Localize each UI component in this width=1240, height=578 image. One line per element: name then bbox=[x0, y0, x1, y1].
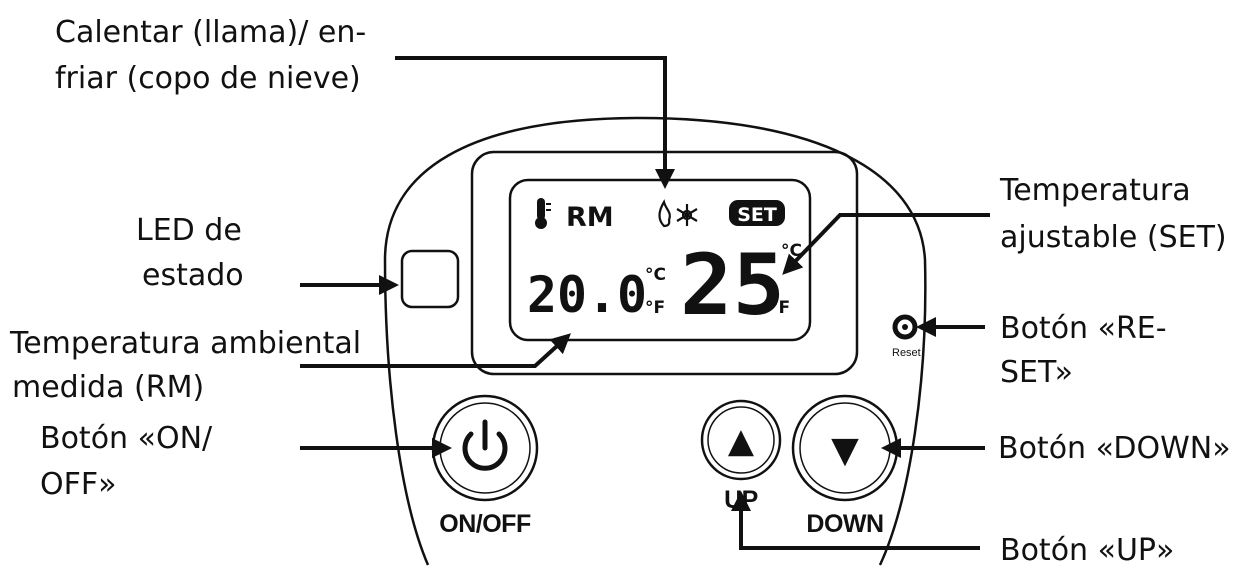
heat-cool-arrow bbox=[395, 56, 675, 189]
set-temperature-value: 25 bbox=[680, 236, 785, 334]
set-badge bbox=[729, 200, 785, 226]
reset-button-label: Reset bbox=[892, 347, 921, 359]
status-led-callout-line1: LED de bbox=[136, 213, 242, 248]
status-led bbox=[400, 249, 460, 309]
reset-callout-line1: Botón «RE- bbox=[1000, 311, 1167, 346]
up-arrow bbox=[731, 491, 980, 550]
device-body bbox=[383, 116, 927, 566]
room-temperature-value: 20.0 bbox=[527, 266, 647, 324]
room-temp-callout-line1: Temperatura ambiental bbox=[9, 326, 361, 361]
up-button[interactable]: ▲ bbox=[700, 399, 782, 481]
snowflake-icon bbox=[676, 204, 698, 226]
set-badge-text: SET bbox=[737, 204, 777, 226]
set-temperature-arrow bbox=[782, 213, 990, 275]
set-unit-f: °F bbox=[770, 298, 790, 318]
onoff-button-label: ON/OFF bbox=[439, 510, 531, 538]
status-led-callout-line2: estado bbox=[142, 258, 244, 293]
room-temp-callout-line2: medida (RM) bbox=[12, 370, 204, 405]
down-button[interactable]: ▼ bbox=[791, 394, 899, 502]
room-unit-f: °F bbox=[645, 298, 665, 318]
heat-cool-callout-line1: Calentar (llama)/ en- bbox=[55, 15, 366, 50]
reset-callout-line2: SET» bbox=[1000, 355, 1073, 390]
room-temperature-arrow bbox=[300, 333, 571, 368]
down-arrow-icon: ▼ bbox=[831, 430, 859, 471]
down-callout: Botón «DOWN» bbox=[998, 431, 1231, 466]
thermometer-icon bbox=[535, 198, 551, 229]
reset-button[interactable] bbox=[892, 314, 918, 340]
rm-label: RM bbox=[566, 202, 614, 233]
onoff-callout-line2: OFF» bbox=[40, 467, 116, 502]
power-icon bbox=[462, 419, 508, 471]
down-button-label: DOWN bbox=[806, 510, 883, 538]
set-temp-callout-line2: ajustable (SET) bbox=[1000, 220, 1227, 255]
heat-cool-callout-line2: friar (copo de nieve) bbox=[55, 61, 361, 96]
up-callout: Botón «UP» bbox=[1000, 533, 1174, 568]
up-arrow-icon: ▲ bbox=[728, 421, 755, 461]
room-unit-c: °C bbox=[645, 265, 666, 285]
set-temp-callout-line1: Temperatura bbox=[999, 173, 1191, 208]
flame-icon bbox=[658, 199, 671, 228]
onoff-button[interactable] bbox=[431, 394, 539, 502]
onoff-callout-line1: Botón «ON/ bbox=[40, 421, 213, 456]
